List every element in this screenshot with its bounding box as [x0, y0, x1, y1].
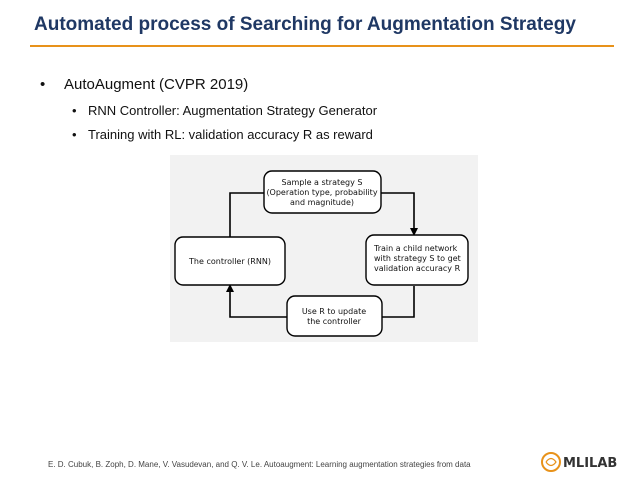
arrow-update-to-controller — [229, 290, 287, 318]
box-train-child — [365, 234, 469, 286]
sample-line-2: (Operation type, probability — [266, 188, 377, 197]
sample-line-1: Sample a strategy S — [282, 178, 363, 187]
slide-title: Automated process of Searching for Augme… — [34, 14, 576, 35]
train-line-3: validation accuracy R — [374, 264, 461, 273]
bullet-rnn-controller: • RNN Controller: Augmentation Strategy … — [72, 103, 377, 118]
bullet-marker: • — [72, 127, 77, 142]
arrow-controller-to-sample — [229, 192, 264, 237]
arrow-sample-to-train — [381, 192, 415, 230]
arrowhead-down — [410, 228, 418, 236]
sample-line-3: and magnitude) — [290, 198, 354, 207]
box-update-controller — [286, 295, 383, 337]
logo-wordmark: MLILAB — [563, 456, 617, 471]
update-line-1: Use R to update — [302, 307, 366, 316]
bullet-training-rl: • Training with RL: validation accuracy … — [72, 127, 373, 142]
bullet-marker: • — [40, 76, 46, 93]
logo-brain-icon — [541, 452, 561, 472]
citation-footer: E. D. Cubuk, B. Zoph, D. Mane, V. Vasude… — [48, 460, 471, 469]
mlilab-logo: MLILAB — [541, 452, 617, 472]
train-line-2: with strategy S to get — [374, 254, 461, 263]
controller-label: The controller (RNN) — [188, 257, 271, 266]
update-line-2: the controller — [307, 317, 362, 326]
box-sample-strategy — [263, 170, 382, 214]
autoaugment-loop-diagram: Sample a strategy S (Operation type, pro… — [170, 155, 478, 342]
box-controller — [174, 236, 286, 286]
arrow-train-to-update — [382, 286, 415, 318]
bullet-text: AutoAugment (CVPR 2019) — [64, 76, 249, 93]
bullet-autoaugment: • AutoAugment (CVPR 2019) — [40, 76, 248, 93]
train-line-1: Train a child network — [373, 244, 458, 253]
bullet-text: RNN Controller: Augmentation Strategy Ge… — [88, 103, 378, 118]
bullet-text: Training with RL: validation accuracy R … — [88, 127, 373, 142]
title-underline — [30, 45, 614, 47]
bullet-marker: • — [72, 103, 77, 118]
arrowhead-up — [226, 284, 234, 292]
